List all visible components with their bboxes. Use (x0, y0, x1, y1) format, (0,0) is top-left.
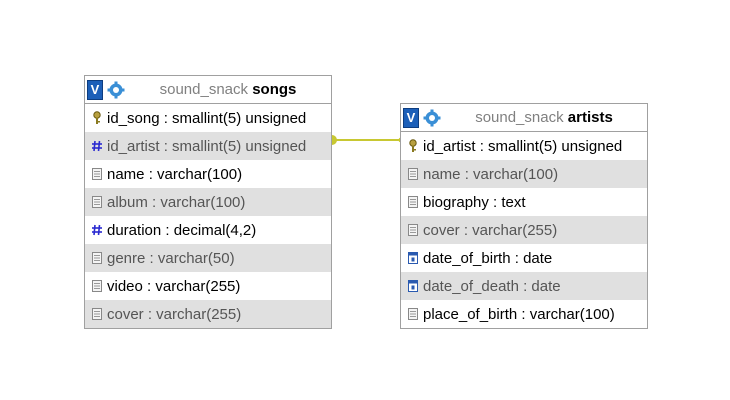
table-title: sound_snack artists (401, 109, 647, 126)
column-label: name : varchar(100) (423, 165, 559, 183)
table-row[interactable]: id_artist : smallint(5) unsigned (85, 132, 331, 160)
calendar-icon (407, 279, 419, 293)
column-label: cover : varchar(255) (423, 221, 558, 239)
column-icon (91, 251, 103, 265)
table-db-name: sound_snack (159, 81, 249, 98)
column-label: duration : decimal(4,2) (107, 221, 257, 239)
column-label: id_song : smallint(5) unsigned (107, 109, 307, 127)
table-name: artists (567, 109, 613, 126)
table-row[interactable]: cover : varchar(255) (85, 300, 331, 328)
column-label: cover : varchar(255) (107, 305, 242, 323)
table-row[interactable]: place_of_birth : varchar(100) (401, 300, 647, 328)
table-title: sound_snack songs (85, 81, 331, 98)
column-label: album : varchar(100) (107, 193, 246, 211)
table-row[interactable]: name : varchar(100) (401, 160, 647, 188)
toggle-columns-button[interactable]: V (87, 79, 103, 100)
table-db-name: sound_snack (475, 109, 564, 126)
table-row[interactable]: biography : text (401, 188, 647, 216)
table-artists[interactable]: V sound_snack artists id_artist : smalli… (400, 103, 648, 329)
table-row[interactable]: name : varchar(100) (85, 160, 331, 188)
table-row[interactable]: album : varchar(100) (85, 188, 331, 216)
table-row[interactable]: genre : varchar(50) (85, 244, 331, 272)
table-row[interactable]: duration : decimal(4,2) (85, 216, 331, 244)
calendar-icon (407, 251, 419, 265)
table-songs[interactable]: V sound_snack songs id_song : smallint(5… (84, 75, 332, 329)
column-icon (91, 167, 103, 181)
key-icon (407, 139, 419, 153)
column-label: biography : text (423, 193, 526, 211)
column-icon (91, 279, 103, 293)
toggle-columns-button[interactable]: V (403, 107, 419, 128)
column-label: id_artist : smallint(5) unsigned (107, 137, 307, 155)
column-icon (91, 307, 103, 321)
column-label: date_of_death : date (423, 277, 561, 295)
table-header: V sound_snack artists (401, 104, 647, 132)
table-row[interactable]: id_artist : smallint(5) unsigned (401, 132, 647, 160)
gear-icon[interactable] (106, 80, 126, 100)
column-icon (407, 307, 419, 321)
column-icon (407, 223, 419, 237)
column-icon (407, 167, 419, 181)
gear-icon[interactable] (422, 108, 442, 128)
table-row[interactable]: id_song : smallint(5) unsigned (85, 104, 331, 132)
table-row[interactable]: date_of_birth : date (401, 244, 647, 272)
column-icon (407, 195, 419, 209)
table-row[interactable]: video : varchar(255) (85, 272, 331, 300)
hash-icon (91, 139, 103, 153)
table-header: V sound_snack songs (85, 76, 331, 104)
column-label: genre : varchar(50) (107, 249, 235, 267)
column-label: id_artist : smallint(5) unsigned (423, 137, 623, 155)
key-icon (91, 111, 103, 125)
column-label: place_of_birth : varchar(100) (423, 305, 615, 323)
column-label: date_of_birth : date (423, 249, 553, 267)
hash-icon (91, 223, 103, 237)
table-name: songs (252, 81, 297, 98)
table-row[interactable]: cover : varchar(255) (401, 216, 647, 244)
table-row[interactable]: date_of_death : date (401, 272, 647, 300)
column-label: name : varchar(100) (107, 165, 243, 183)
column-label: video : varchar(255) (107, 277, 241, 295)
column-icon (91, 195, 103, 209)
